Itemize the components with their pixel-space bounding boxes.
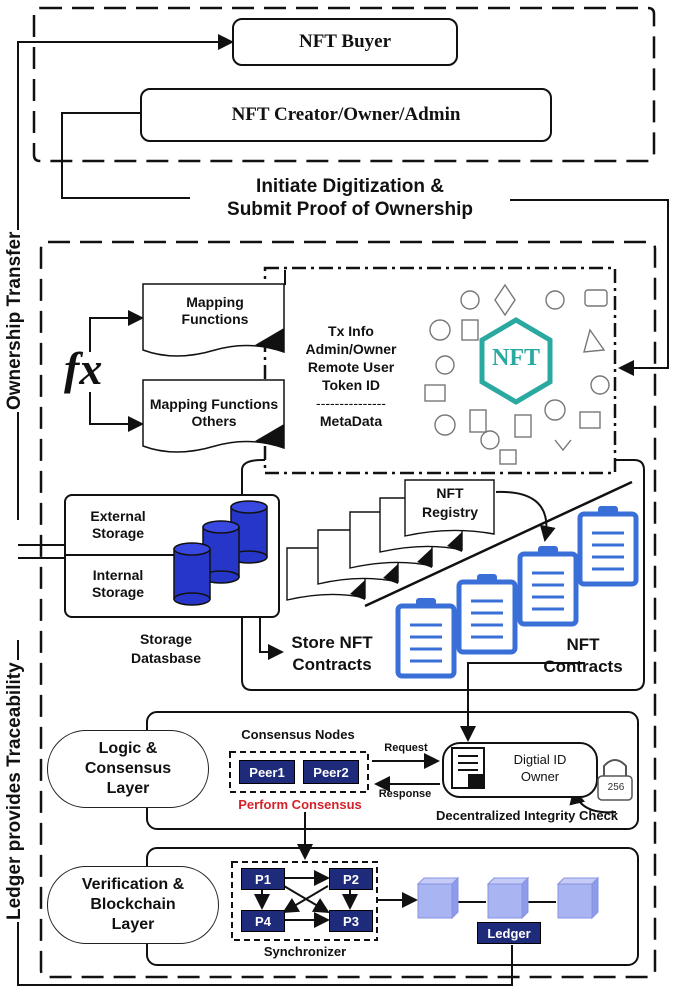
- logic-consensus-layer-pill: Logic & Consensus Layer: [47, 730, 209, 808]
- p3-label: P3: [343, 913, 359, 929]
- mapping-functions-others-label: Mapping Functions Others: [149, 396, 279, 429]
- remote-user-label: Remote User: [307, 359, 395, 375]
- peer1-label: Peer1: [249, 764, 285, 780]
- metadata-text-block: Tx Info Admin/Owner Remote User Token ID…: [296, 322, 406, 430]
- initiate-line1: Initiate Digitization &: [256, 176, 444, 197]
- nft-registry-label: NFT Registry: [421, 485, 479, 520]
- tx-info-label: Tx Info: [328, 323, 374, 339]
- p1-label: P1: [255, 871, 271, 887]
- external-storage-label: External Storage: [90, 508, 146, 541]
- p3-node: P3: [329, 910, 373, 932]
- response-label: Response: [378, 788, 432, 800]
- p4-label: P4: [255, 913, 271, 929]
- hash-256-label: 256: [607, 782, 625, 793]
- metadata-separator: ---------------: [316, 395, 386, 411]
- digital-id-owner-label: Digtial ID Owner: [513, 752, 567, 784]
- initiate-line2: Submit Proof of Ownership: [227, 198, 473, 220]
- p2-label: P2: [343, 871, 359, 887]
- peer2-label: Peer2: [313, 764, 349, 780]
- synchronizer-label: Synchronizer: [263, 944, 347, 959]
- fx-symbol: fx: [64, 343, 103, 394]
- storage-divider: [66, 554, 178, 556]
- nft-creator-box: NFT Creator/Owner/Admin: [140, 88, 552, 142]
- internal-storage-label: Internal Storage: [91, 567, 145, 600]
- ledger-label: Ledger: [487, 925, 531, 941]
- p1-node: P1: [241, 868, 285, 890]
- peer1-node: Peer1: [239, 760, 295, 784]
- consensus-nodes-label: Consensus Nodes: [241, 727, 355, 742]
- initiate-digitization-label: Initiate Digitization & Submit Proof of …: [190, 176, 510, 222]
- store-nft-contracts-label: Store NFT Contracts: [291, 633, 373, 674]
- request-label: Request: [384, 742, 428, 754]
- admin-owner-label: Admin/Owner: [305, 341, 397, 357]
- nft-buyer-box: NFT Buyer: [232, 18, 458, 66]
- verification-layer-label: Verification & Blockchain Layer: [81, 876, 185, 933]
- nft-logo-text: NFT: [492, 345, 540, 371]
- perform-consensus-label: Perform Consensus: [238, 797, 362, 812]
- token-id-label: Token ID: [321, 377, 381, 393]
- nft-creator-label: NFT Creator/Owner/Admin: [231, 104, 461, 125]
- peer2-node: Peer2: [303, 760, 359, 784]
- p2-node: P2: [329, 868, 373, 890]
- nft-buyer-label: NFT Buyer: [298, 31, 391, 52]
- logic-consensus-layer-label: Logic & Consensus Layer: [84, 740, 172, 797]
- metadata-label: MetaData: [319, 413, 383, 429]
- p4-node: P4: [241, 910, 285, 932]
- traceability-label: Ledger provides Traceability: [4, 660, 26, 922]
- verification-layer-pill: Verification & Blockchain Layer: [47, 866, 219, 944]
- storage-database-label: Storage Datasbase: [130, 631, 202, 666]
- mapping-functions-label: Mapping Functions: [181, 294, 249, 327]
- nft-contracts-label: NFT Contracts: [543, 635, 623, 676]
- integrity-check-label: Decentralized Integrity Check: [435, 808, 619, 823]
- ownership-transfer-label: Ownership Transfer: [4, 229, 26, 412]
- ledger-badge: Ledger: [477, 922, 541, 944]
